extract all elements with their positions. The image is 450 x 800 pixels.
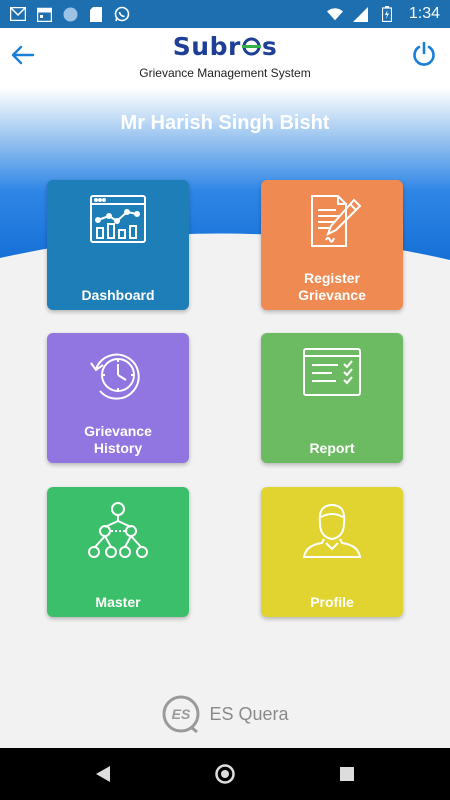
logo-text-right: s xyxy=(261,32,278,61)
app-subtitle: Grievance Management System xyxy=(139,66,311,80)
master-tile[interactable]: Master xyxy=(47,487,189,617)
dashboard-tile[interactable]: Dashboard xyxy=(47,180,189,310)
history-clock-icon xyxy=(90,353,140,400)
user-name: Mr Harish Singh Bisht xyxy=(120,112,330,134)
brand-name: ES Quera xyxy=(209,703,289,724)
whatsapp-icon xyxy=(114,6,130,22)
profile-tile[interactable]: Profile xyxy=(261,487,403,617)
back-button[interactable] xyxy=(8,40,38,70)
sd-card-icon xyxy=(88,6,104,22)
nav-home-button[interactable] xyxy=(213,762,237,786)
report-checklist-icon xyxy=(303,348,361,396)
profile-user-icon xyxy=(302,503,362,558)
calendar-icon xyxy=(36,6,52,22)
master-label: Master xyxy=(95,594,141,610)
register-document-pen-icon xyxy=(311,195,362,247)
es-quera-logo-icon: ES xyxy=(162,695,200,734)
status-right: 1:34 xyxy=(326,5,440,23)
master-hierarchy-icon xyxy=(88,502,148,558)
nav-back-button[interactable] xyxy=(91,762,115,786)
grievance-history-label: Grievance History xyxy=(84,423,152,456)
circle-app-icon xyxy=(62,6,78,22)
logo-text-left: Subr xyxy=(172,32,241,61)
signal-icon xyxy=(353,6,369,22)
power-icon xyxy=(413,41,435,66)
profile-label: Profile xyxy=(310,594,354,610)
register-grievance-tile[interactable]: Register Grievance xyxy=(261,180,403,310)
register-grievance-label: Register Grievance xyxy=(298,270,366,303)
status-bar: 1:34 xyxy=(0,0,450,28)
square-recents-icon xyxy=(340,767,354,781)
nav-recents-button[interactable] xyxy=(335,762,359,786)
status-left xyxy=(10,6,130,22)
report-label: Report xyxy=(309,440,355,456)
svg-text:ES: ES xyxy=(172,706,191,722)
logout-button[interactable] xyxy=(408,38,440,70)
grievance-history-tile[interactable]: Grievance History xyxy=(47,333,189,463)
status-time: 1:34 xyxy=(408,5,440,22)
report-tile[interactable]: Report xyxy=(261,333,403,463)
dashboard-label: Dashboard xyxy=(81,287,155,303)
arrow-left-icon xyxy=(11,45,35,65)
circle-home-icon xyxy=(215,764,235,784)
footer-brand: ES ES Quera xyxy=(0,694,450,734)
dashboard-chart-icon xyxy=(90,195,146,243)
triangle-back-icon xyxy=(96,766,110,782)
logo-o-icon xyxy=(241,33,261,56)
system-navbar xyxy=(0,748,450,800)
wifi-icon xyxy=(326,6,343,22)
battery-icon xyxy=(379,6,395,22)
gmail-icon xyxy=(10,6,26,22)
